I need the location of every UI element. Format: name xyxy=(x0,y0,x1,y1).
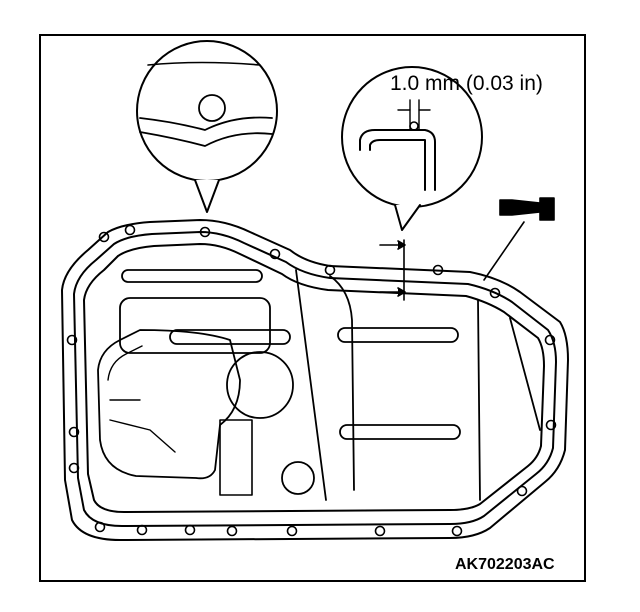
drain-plug-boss xyxy=(281,461,315,495)
figure-code-label: AK702203AC xyxy=(455,556,555,573)
bead-cross-section xyxy=(359,129,436,191)
section-arrows xyxy=(379,239,406,301)
illustration-frame xyxy=(39,34,586,582)
oil-pump-pickup xyxy=(226,351,294,419)
pan-inner-rim xyxy=(83,243,545,513)
detail-circle-bolt-hole-pointer xyxy=(194,179,220,213)
dimension-callout-label: 1.0 mm (0.03 in) xyxy=(390,72,543,95)
pickup-tube xyxy=(219,419,253,496)
bolt-holes xyxy=(66,224,557,537)
sealant-tube-icon xyxy=(483,197,555,281)
oil-pan-outer-flange xyxy=(61,219,569,541)
pan-ribs xyxy=(119,269,541,501)
strainer-inner xyxy=(107,345,176,453)
detail-circle-sealant-pointer xyxy=(394,204,421,231)
sealant-bead-dot xyxy=(409,121,419,131)
sealant-bead-line xyxy=(73,231,557,527)
strainer-body xyxy=(97,329,241,480)
